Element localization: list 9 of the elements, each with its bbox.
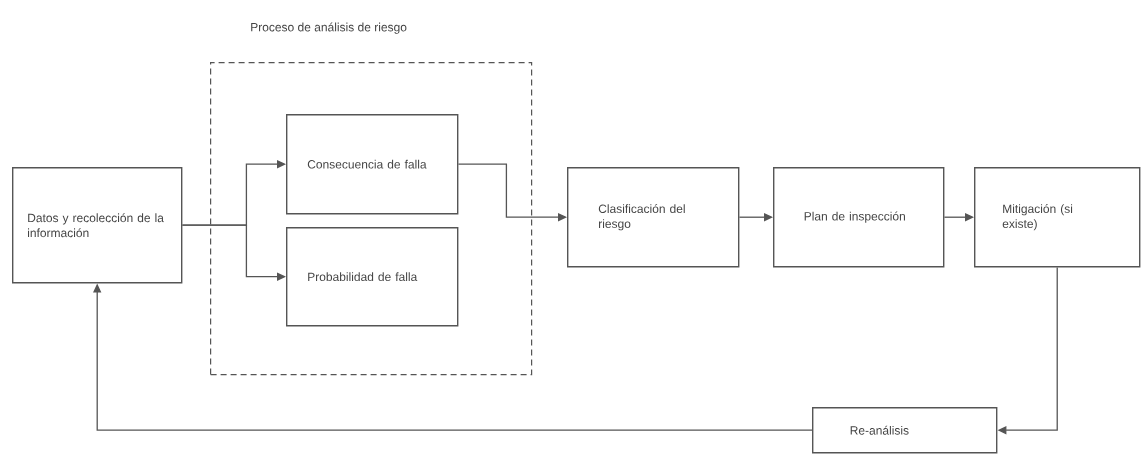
process-box: Mitigación (si existe)	[974, 167, 1141, 268]
process-box: Consecuencia de falla	[286, 114, 459, 215]
process-box: Probabilidad de falla	[286, 227, 459, 327]
arrow	[181, 224, 286, 281]
process-box: Datos y recolección de la información	[12, 167, 183, 284]
process-box: Plan de inspección	[773, 167, 945, 268]
process-box: Clasificación del riesgo	[567, 167, 740, 268]
group-heading: Proceso de análisis de riesgo	[251, 22, 407, 34]
process-box: Re-análisis	[812, 407, 998, 454]
